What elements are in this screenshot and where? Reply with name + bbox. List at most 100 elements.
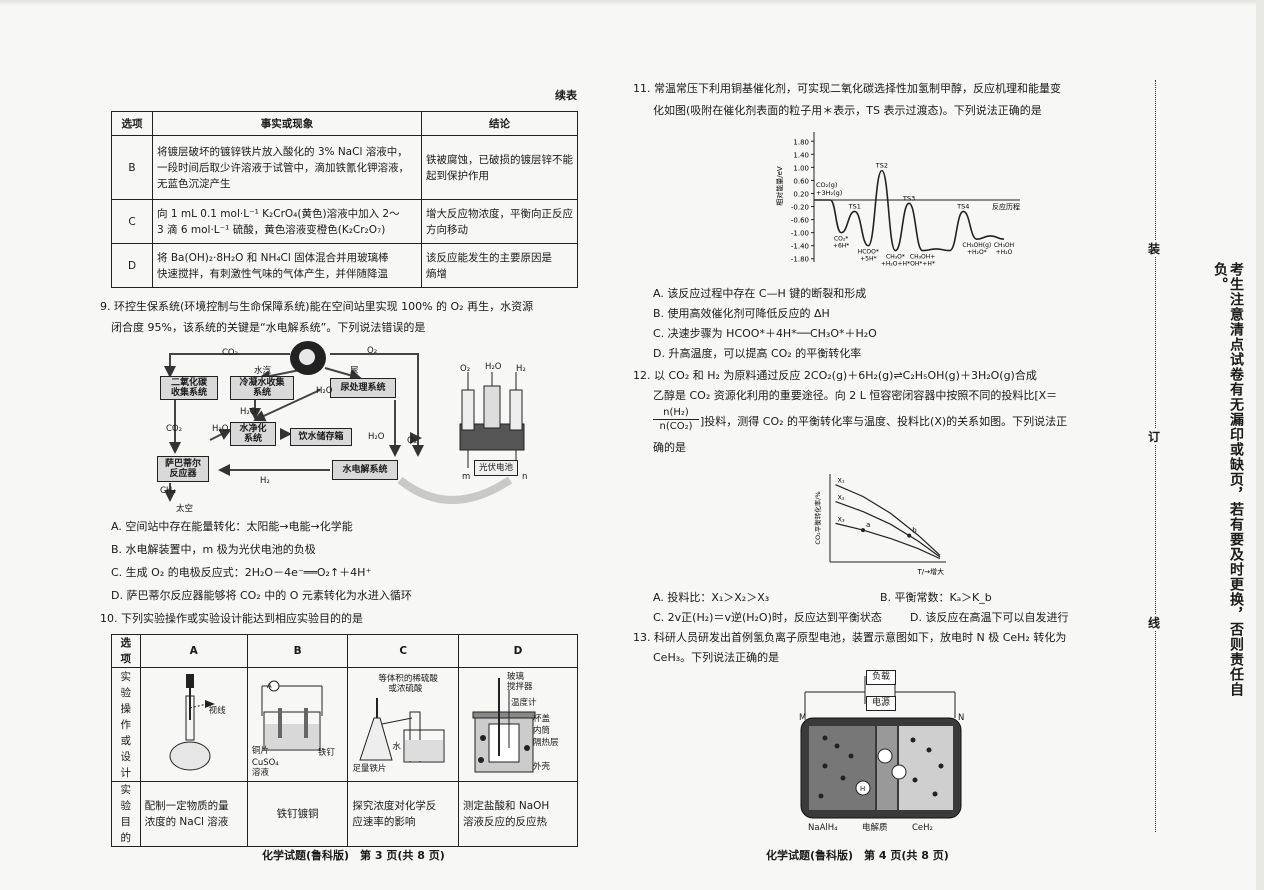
table-row: 实验 操作 或设计 视线 <box>111 667 578 782</box>
option-cell: D <box>111 243 153 288</box>
conclusion-line: 铁被腐蚀，已破损的镀层锌不能 <box>426 153 573 166</box>
nail-label: 铁钉 <box>317 748 335 758</box>
energy-profile-chart: 1.801.401.000.600.20-0.20-0.60-1.00-1.40… <box>775 132 1020 268</box>
purpose-line: 测定盐酸和 NaOH <box>463 800 550 812</box>
co2-collection-box: 二氧化碳 收集系统 <box>160 376 218 400</box>
calorimeter-drawing <box>472 678 536 773</box>
apparatus-a-cell: 视线 <box>139 667 248 782</box>
o2-side-label: O₂ <box>407 436 418 446</box>
purpose-line: 探究浓度对化学反 <box>352 800 437 812</box>
conclusion-line: 起到保护作用 <box>426 169 489 182</box>
q11-stem-line: 11. 常温常压下利用铜基催化剂，可实现二氧化碳选择性加氢制甲醇，反应机理和能量… <box>633 82 1061 95</box>
ratio-numerator: n(H₂) <box>653 406 699 420</box>
y-tick-label: 1.80 <box>793 138 809 146</box>
ts-label: TS3 <box>902 194 915 202</box>
volumetric-flask-drawing <box>169 674 215 771</box>
y-tick-label: 0.60 <box>793 177 809 185</box>
y-tick-label: -1.40 <box>791 243 809 251</box>
purpose-cell: 配制一定物质的量 浓度的 NaCl 溶液 <box>139 781 248 847</box>
intermediate-label: OH*+H* <box>910 261 935 268</box>
apparatus-b-cell: A 铜片 CuSO₄ 溶液 铁钉 <box>246 667 349 782</box>
fact-line: 无蓝色沉淀产生 <box>157 177 231 190</box>
thermometer-label: 温度计 <box>511 698 537 708</box>
table-row: D 将 Ba(OH)₂·8H₂O 和 NH₄Cl 固体混合并用玻璃棒 快速搅拌，… <box>111 243 578 288</box>
y-tick-label: -0.60 <box>791 217 809 225</box>
box-label: 水净化 系统 <box>239 424 267 444</box>
row-label-line: 实验 <box>120 670 132 699</box>
co2-label: CO₂ <box>222 348 239 358</box>
q11-option-a: A. 该反应过程中存在 C—H 键的断裂和形成 <box>653 287 867 300</box>
ts-label: TS2 <box>875 162 888 170</box>
series-line <box>835 500 941 558</box>
q12-option-c: C. 2v正(H₂)＝v逆(H₂O)时，反应达到平衡状态 <box>653 611 882 624</box>
option-cell: C <box>111 199 153 244</box>
intermediate-label: +5H* <box>860 256 876 263</box>
q9-option-a: A. 空间站中存在能量转化：太阳能→电能→化学能 <box>111 520 353 533</box>
vapor-label: 水汽 <box>254 366 272 376</box>
purpose-cell: 测定盐酸和 NaOH 溶液反应的反应热 <box>458 781 578 847</box>
ts-label: TS1 <box>848 202 861 210</box>
purpose-line: 溶液反应的反应热 <box>463 816 547 828</box>
electrode-n-label: N <box>958 713 965 723</box>
q11-option-d: D. 升高温度，可以提高 CO₂ 的平衡转化率 <box>653 347 862 360</box>
urine-label: 尿 <box>350 366 359 376</box>
stirrer-label: 搅拌器 <box>507 682 533 692</box>
pv-cell-box: 光伏电池 <box>474 460 518 476</box>
cell-o2-label: O₂ <box>460 364 471 374</box>
table-row: 实验 目的 配制一定物质的量 浓度的 NaCl 溶液 铁钉镀铜 探究浓度对化学反… <box>111 781 578 847</box>
binding-line <box>1155 80 1156 832</box>
table-header: A <box>139 634 248 668</box>
start-label: +3H₂(g) <box>816 189 842 197</box>
y-axis-label: 相对能量/eV <box>775 166 784 206</box>
box-label: 饮水储存箱 <box>298 432 344 442</box>
inner-label: 内筒 <box>533 726 551 736</box>
q12-stem-line: 确的是 <box>653 441 686 454</box>
y-tick-label: -0.20 <box>791 204 809 212</box>
acid-label-2: 或浓硫酸 <box>388 684 423 694</box>
rate-experiment-drawing <box>359 698 445 763</box>
row-label-cell: 实验 操作 或设计 <box>111 667 141 782</box>
purpose-line: 配制一定物质的量 <box>144 800 229 812</box>
row-label-cell: 实验 目的 <box>111 781 141 847</box>
intermediate-label: +H₂O <box>996 249 1013 256</box>
table-row: B 将镀层破坏的镀锌铁片放入酸化的 3% NaCl 溶液中， 一段时间后取少许溶… <box>111 135 578 200</box>
insulation-label: 隔热层 <box>533 738 559 748</box>
y-tick-label: 0.20 <box>793 190 809 198</box>
h2o-label: H₂O <box>212 424 229 434</box>
intermediate-label: +H₂O+H* <box>881 261 910 268</box>
data-point <box>861 528 865 533</box>
table-header: 事实或现象 <box>152 111 422 136</box>
apparatus-d-cell: 玻璃 搅拌器 温度计 杯盖 内筒 隔热层 外壳 <box>458 667 578 782</box>
sabatier-reactor-box: 萨巴蒂尔 反应器 <box>157 456 209 482</box>
scan-right-edge <box>1256 0 1264 890</box>
left-page-footer: 化学试题(鲁科版) 第 3 页(共 8 页) <box>262 849 445 862</box>
fact-line: 将镀层破坏的镀锌铁片放入酸化的 3% NaCl 溶液中， <box>157 145 408 158</box>
cell-h2-label: H₂ <box>516 364 526 374</box>
intermediate-label: CH₃OH(g) <box>962 242 991 249</box>
row-label-line: 目的 <box>120 816 132 844</box>
electrolysis-cell <box>459 372 525 468</box>
y-tick-label: 1.00 <box>793 164 809 172</box>
conclusion-line: 熵增 <box>426 267 447 280</box>
box-label: 尿处理系统 <box>340 383 386 393</box>
h2o-label: H₂O <box>240 407 257 417</box>
ts-label: TS4 <box>956 202 969 210</box>
table-header: 选项 <box>111 634 141 668</box>
y-tick-label: 1.40 <box>793 151 809 159</box>
urine-box: 尿处理系统 <box>330 378 396 398</box>
table-header: D <box>458 634 578 668</box>
q12-stem-line: ]投料，测得 CO₂ 的平衡转化率与温度、投料比(X)的关系如图。下列说法正 <box>700 415 1068 428</box>
series-label: X₁ <box>838 477 845 485</box>
conclusion-cell: 铁被腐蚀，已破损的镀层锌不能 起到保护作用 <box>421 135 578 200</box>
ceh2-label: CeH₂ <box>912 823 933 833</box>
row-label-line: 操作 <box>120 702 132 731</box>
box-label: 水电解系统 <box>342 465 388 475</box>
row-label-line: 实验 <box>120 784 132 812</box>
q12-stem-line: 乙醇是 CO₂ 资源化利用的重要途径。向 2 L 恒容密闭容器中按照不同的投料比… <box>653 389 1058 402</box>
cuso4-label: CuSO₄ <box>251 758 279 768</box>
acid-label: 等体积的稀硫酸 <box>378 674 438 684</box>
fact-line: 一段时间后取少许溶液于试管中，滴加铁氰化钾溶液， <box>157 161 409 174</box>
h2-label: H₂ <box>260 476 270 486</box>
intermediate-label: CH₃OH+ <box>910 254 935 261</box>
table-header: 结论 <box>421 111 578 136</box>
